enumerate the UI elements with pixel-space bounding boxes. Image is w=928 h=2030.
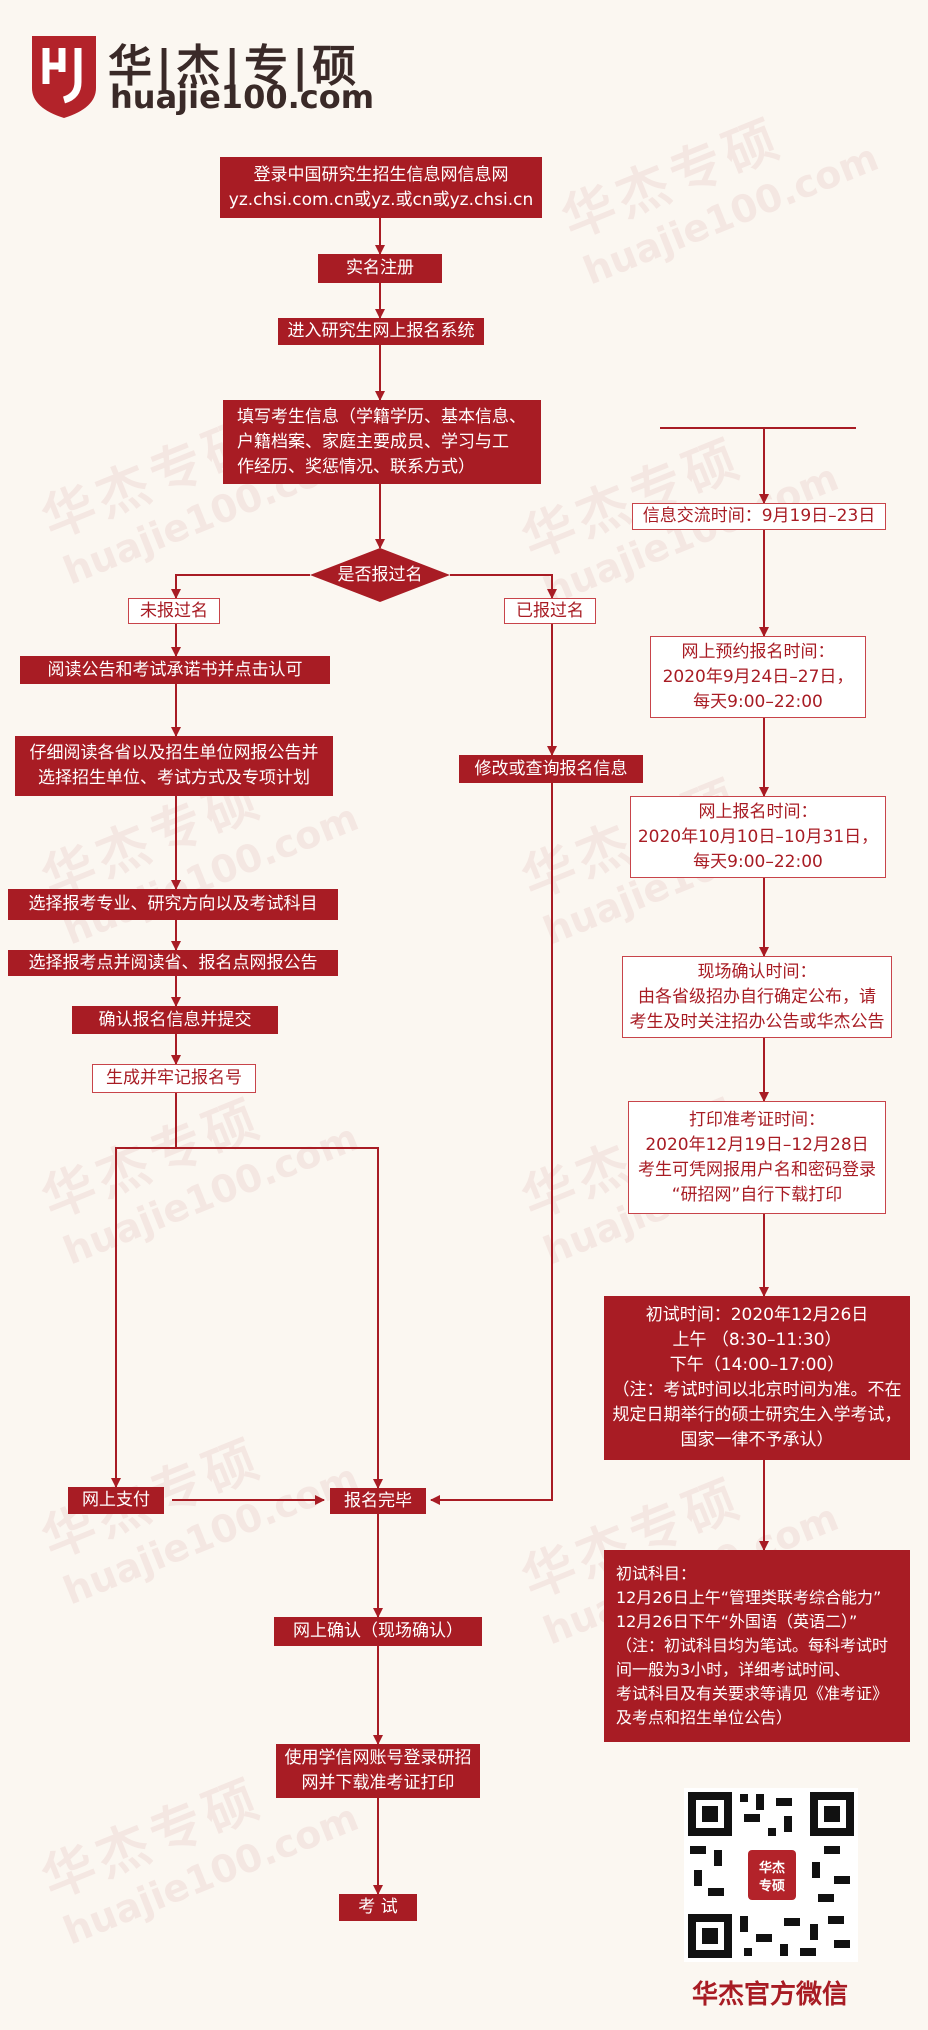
not-registered-label: 未报过名 [128, 598, 220, 624]
step-modify-query: 修改或查询报名信息 [459, 755, 643, 783]
step-read-announcement: 阅读公告和考试承诺书并点击认可 [20, 656, 330, 684]
timeline-exam-time: 初试时间：2020年12月26日 上午 （8:30–11:30） 下午（14:0… [604, 1296, 910, 1460]
registered-label: 已报过名 [504, 598, 596, 624]
timeline-print-admission: 打印准考证时间： 2020年12月19日–12月28日 考生可凭网报用户名和密码… [628, 1101, 886, 1214]
step-fill-info: 填写考生信息（学籍学历、基本信息、 户籍档案、家庭主要成员、学习与工 作经历、奖… [223, 400, 541, 484]
timeline-onsite-confirm: 现场确认时间： 由各省级招办自行确定公布，请 考生及时关注招办公告或华杰公告 [622, 956, 892, 1038]
decision-label: 是否报过名 [337, 564, 423, 585]
step-login: 登录中国研究生招生信息网信息网 yz.chsi.com.cn或yz.或cn或yz… [220, 157, 542, 218]
step-confirm-submit: 确认报名信息并提交 [72, 1006, 278, 1034]
step-enter-system: 进入研究生网上报名系统 [278, 318, 484, 345]
timeline-exam-subjects: 初试科目： 12月26日上午“管理类联考综合能力” 12月26日下午“外国语（英… [604, 1550, 910, 1742]
qr-badge-line1: 华杰 [759, 1860, 785, 1876]
step-online-confirm: 网上确认（现场确认） [274, 1617, 482, 1646]
brand-name: 华|杰|专|硕 [108, 41, 361, 92]
timeline-info-exchange: 信息交流时间：9月19日–23日 [632, 503, 886, 530]
step-register: 实名注册 [318, 254, 442, 283]
decision-diamond [310, 548, 450, 602]
step-select-major: 选择报考专业、研究方向以及考试科目 [8, 889, 338, 920]
timeline-online-registration: 网上报名时间： 2020年10月10日–10月31日， 每天9:00–22:00 [630, 796, 886, 878]
qr-label: 华杰官方微信 [691, 1980, 848, 2010]
step-online-payment: 网上支付 [68, 1487, 164, 1514]
step-generate-number: 生成并牢记报名号 [92, 1064, 256, 1093]
step-select-unit: 仔细阅读各省以及招生单位网报公告并 选择招生单位、考试方式及专项计划 [15, 736, 333, 796]
timeline-pre-registration: 网上预约报名时间： 2020年9月24日–27日， 每天9:00–22:00 [650, 636, 866, 718]
huajie-logo [32, 36, 96, 118]
step-registration-complete: 报名完毕 [330, 1488, 426, 1514]
qr-code: 华杰 专硕 [684, 1788, 858, 1962]
brand-url: huajie100.com [110, 78, 375, 116]
step-print-admission: 使用学信网账号登录研招 网并下载准考证打印 [276, 1744, 480, 1798]
qr-badge-line2: 专硕 [759, 1878, 785, 1894]
step-select-site: 选择报考点并阅读省、报名点网报公告 [8, 950, 338, 976]
step-exam: 考 试 [339, 1894, 417, 1921]
